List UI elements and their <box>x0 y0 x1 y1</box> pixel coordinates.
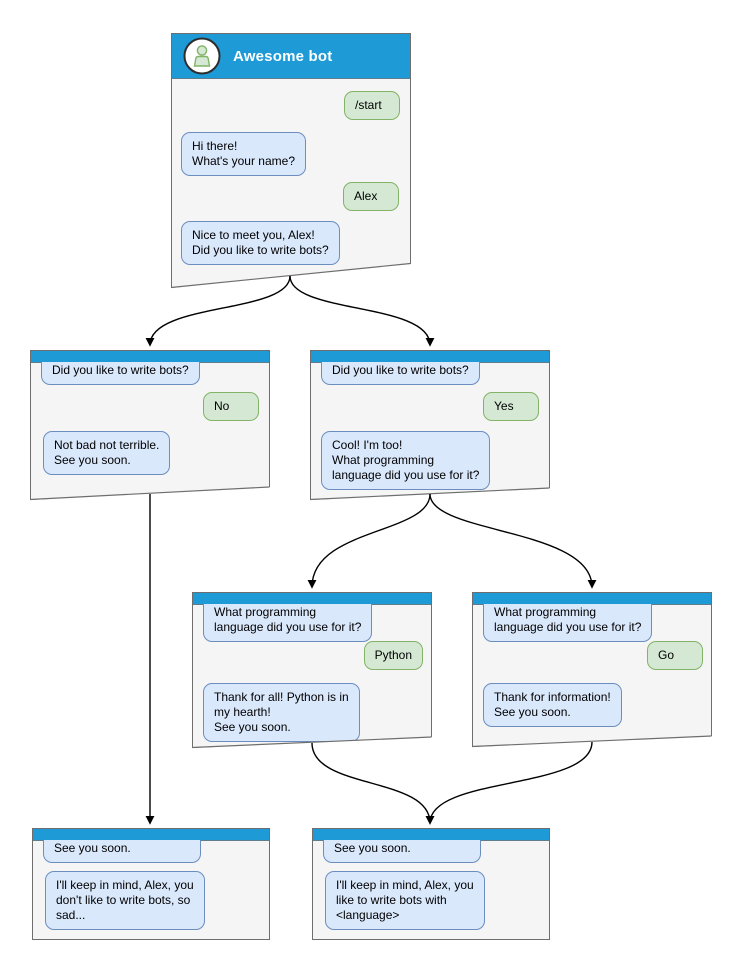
edge-go-to-end <box>425 741 593 825</box>
user-message-bubble: Python <box>363 641 423 670</box>
user-message-bubble: Yes <box>483 392 539 421</box>
bot-message-bubble: I'll keep in mind, Alex, you like to wri… <box>325 871 485 930</box>
edge-yes-to-python <box>307 493 431 589</box>
person-icon <box>193 45 211 67</box>
bot-avatar <box>183 37 221 75</box>
edge-python-to-end <box>311 742 435 825</box>
chat-window-go: What programming language did you use fo… <box>472 592 712 747</box>
chat-window-end-yes: See you soon. I'll keep in mind, Alex, y… <box>312 828 550 940</box>
chat-window-branch-no: Did you like to write bots? No Not bad n… <box>30 350 270 500</box>
edge-start-to-yes-branch <box>289 275 435 347</box>
bot-message-bubble: Hi there! What's your name? <box>181 132 307 176</box>
chat-title: Awesome bot <box>233 47 333 65</box>
bot-message-bubble: Cool! I'm too! What programming language… <box>321 431 491 490</box>
user-message-bubble: Alex <box>343 182 399 211</box>
bot-message-bubble: What programming language did you use fo… <box>203 604 373 642</box>
chat-window-main: Awesome bot /start Hi there! What's your… <box>171 33 411 288</box>
bot-message-bubble: Thank for all! Python is in my hearth! S… <box>203 683 360 742</box>
user-message-bubble: No <box>203 392 259 421</box>
edge-yes-to-go <box>429 493 597 589</box>
bot-message-bubble: See you soon. <box>43 840 201 863</box>
user-message-bubble: Go <box>647 641 703 670</box>
chat-window-end-no: See you soon. I'll keep in mind, Alex, y… <box>32 828 270 940</box>
bot-message-bubble: Nice to meet you, Alex! Did you like to … <box>181 221 340 265</box>
bot-message-bubble: Did you like to write bots? <box>321 362 480 385</box>
chat-window-python: What programming language did you use fo… <box>192 592 432 748</box>
bot-message-bubble: See you soon. <box>323 840 481 863</box>
user-message-bubble: /start <box>344 91 400 120</box>
bot-message-bubble: I'll keep in mind, Alex, you don't like … <box>45 871 205 930</box>
bot-message-bubble: Thank for information! See you soon. <box>483 683 622 727</box>
chat-window-branch-yes: Did you like to write bots? Yes Cool! I'… <box>310 350 550 500</box>
chat-header: Awesome bot <box>172 34 410 79</box>
bot-message-bubble: What programming language did you use fo… <box>483 604 653 642</box>
bot-message-bubble: Did you like to write bots? <box>41 362 200 385</box>
bot-message-bubble: Not bad not terrible. See you soon. <box>43 431 171 475</box>
